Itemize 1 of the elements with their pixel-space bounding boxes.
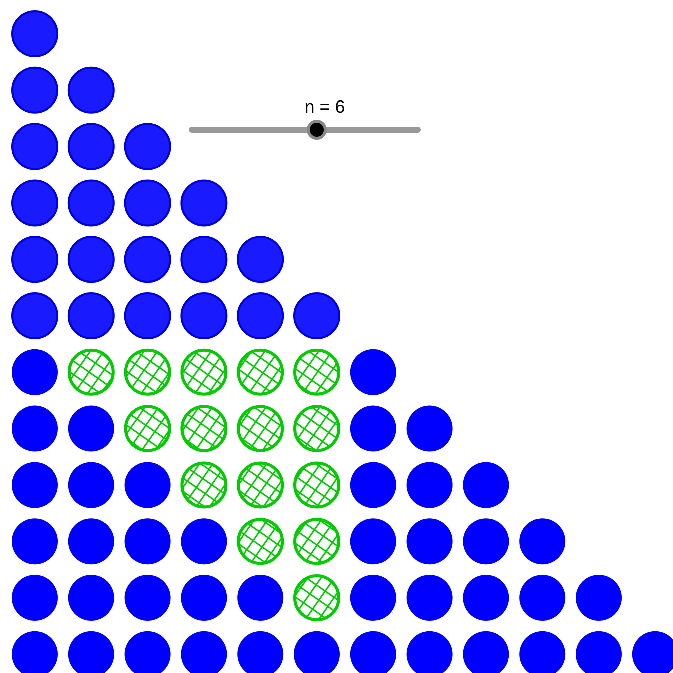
slider-label: n = 6 [304,96,346,118]
